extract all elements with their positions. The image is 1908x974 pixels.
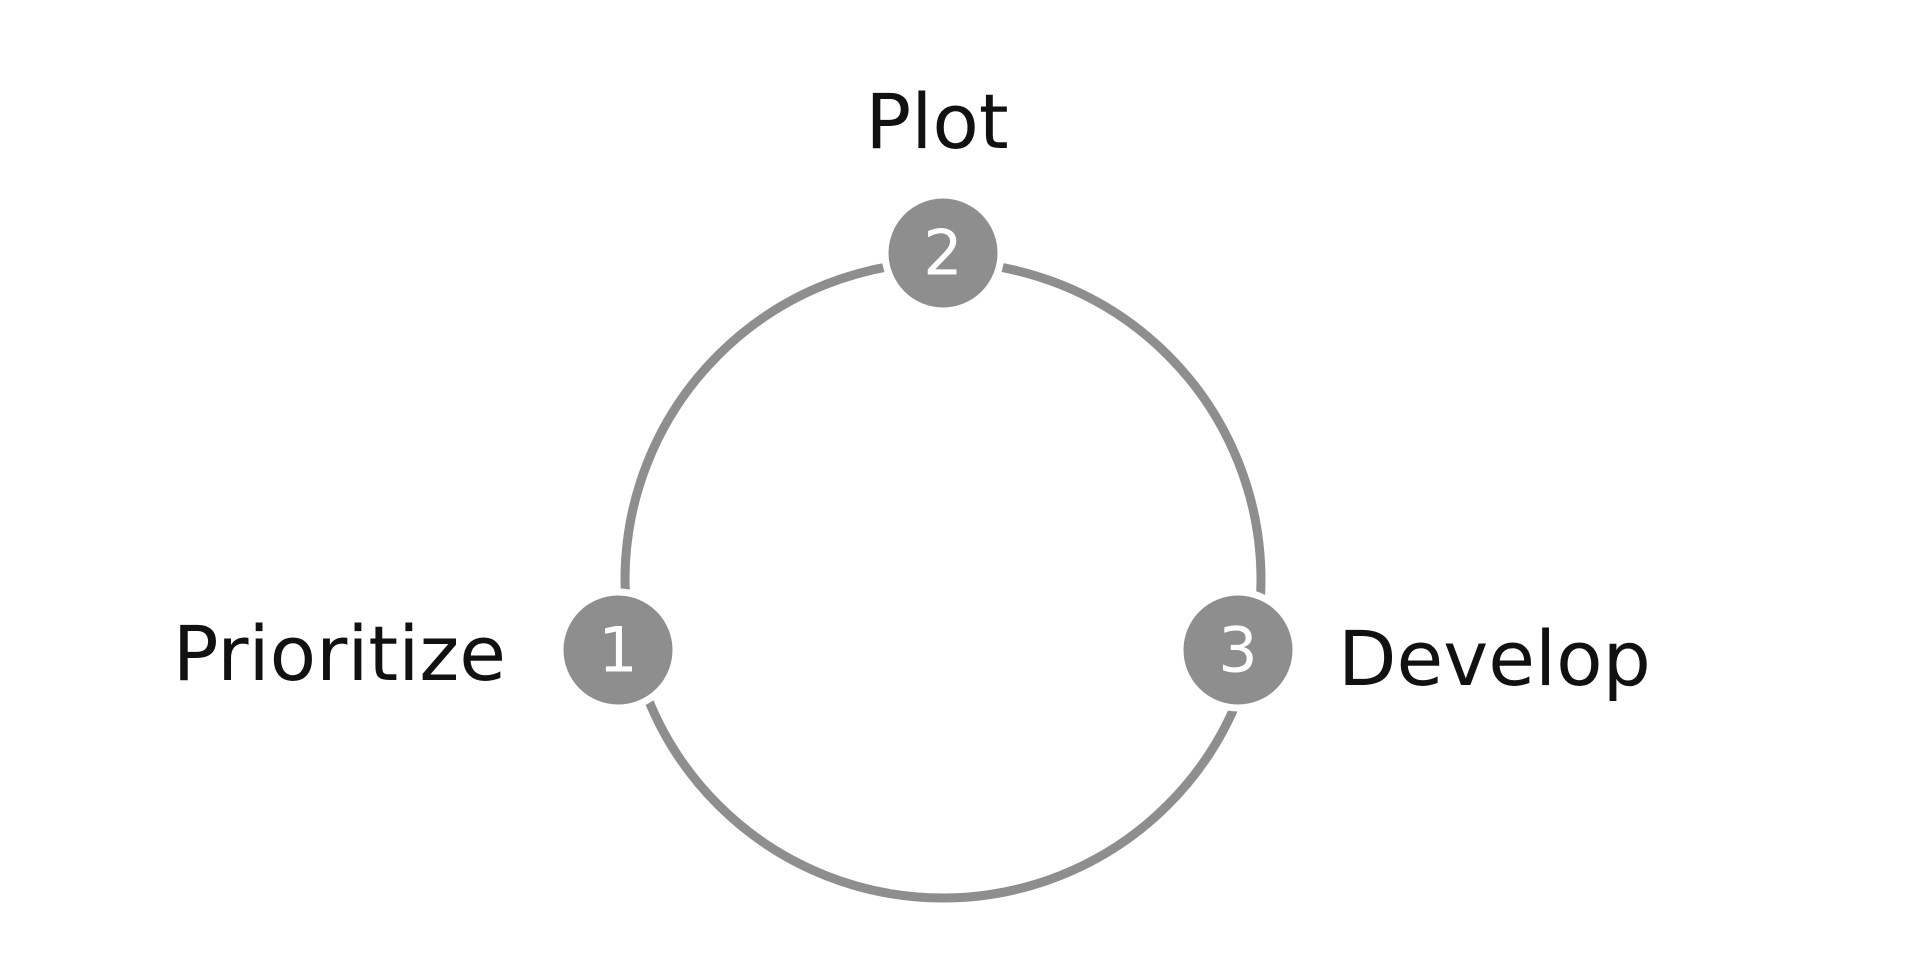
step-1-number: 1 [598, 614, 637, 687]
step-2-number: 2 [923, 217, 962, 290]
step-2: 2 Plot [865, 77, 1009, 315]
step-2-label: Plot [865, 77, 1008, 166]
step-2-marker [881, 191, 1005, 315]
step-3: 3 Develop [1176, 588, 1651, 712]
step-3-number: 3 [1218, 614, 1257, 687]
step-3-label: Develop [1338, 614, 1651, 703]
step-3-marker [1176, 588, 1300, 712]
step-1-label: Prioritize [173, 609, 506, 698]
cycle-ring [620, 257, 1266, 903]
step-1: 1 Prioritize [173, 588, 680, 712]
step-1-marker [556, 588, 680, 712]
